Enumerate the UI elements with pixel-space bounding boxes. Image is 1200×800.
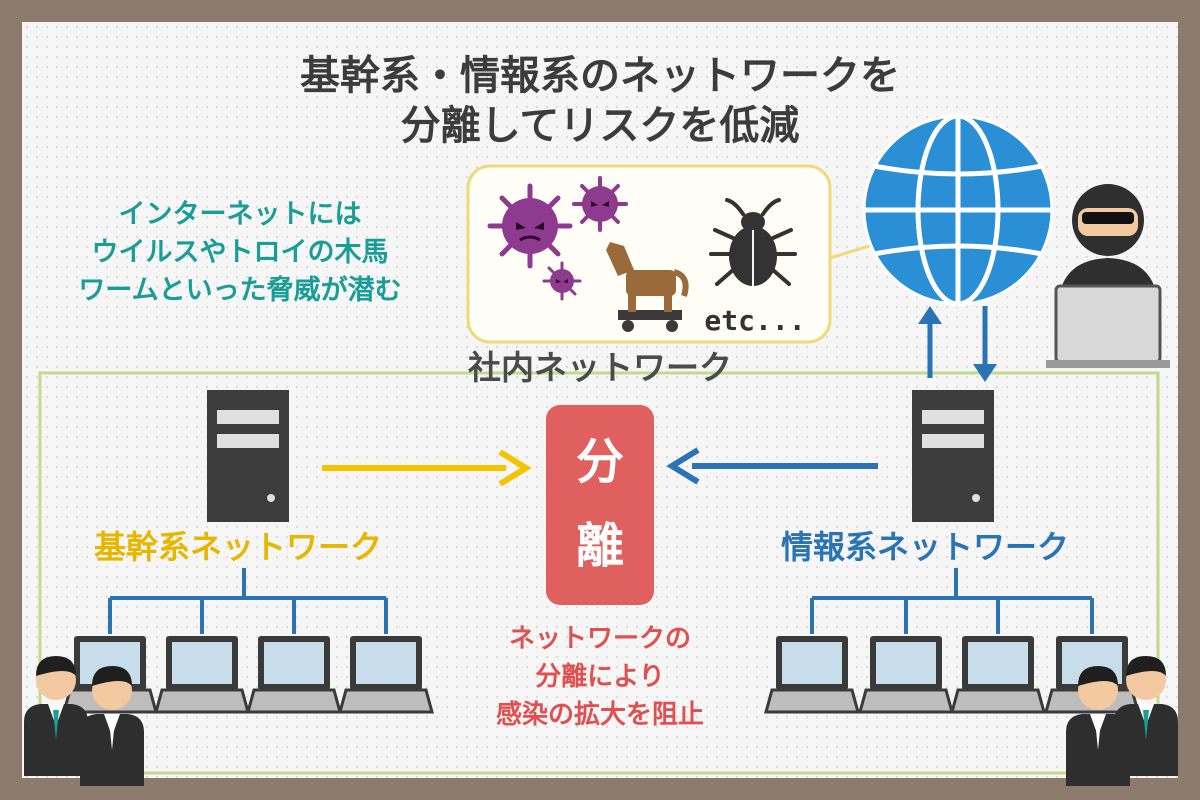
businessperson-icon — [80, 666, 144, 786]
laptop-icon — [338, 636, 434, 714]
globe-icon — [862, 113, 1054, 307]
virus-icon — [487, 183, 573, 269]
laptop-icon — [246, 636, 342, 714]
bug-icon — [709, 198, 797, 286]
info-network-label: 情報系ネットワーク — [780, 528, 1069, 566]
virus-icon — [572, 176, 628, 232]
threat-note-line-3: ワームといった脅威が潜む — [78, 275, 402, 306]
separation-char-1: 分 — [575, 434, 624, 490]
trojan-horse-icon — [606, 242, 689, 332]
info-to-separation-arrow — [666, 447, 878, 485]
threat-etc-label: etc... — [704, 304, 806, 337]
threat-note-line-2: ウイルスやトロイの木馬 — [91, 237, 389, 268]
server-icon — [912, 390, 994, 522]
core-to-separation-arrow — [322, 449, 532, 487]
separation-effect-line-2: 分離により — [535, 662, 665, 692]
separation-char-2: 離 — [575, 518, 624, 574]
core-network-tree — [108, 568, 388, 634]
businessperson-icon — [1114, 656, 1178, 776]
people-group — [24, 656, 1178, 786]
internal-network-border — [38, 371, 1160, 775]
separation-block — [546, 405, 654, 605]
hacker-icon — [1046, 184, 1170, 368]
threat-note-line-1: インターネットには — [118, 199, 362, 230]
info-network-tree — [810, 568, 1094, 634]
title-line-2: 分離してリスクを低減 — [400, 103, 800, 149]
separation-effect-line-3: 感染の拡大を阻止 — [495, 700, 704, 730]
laptop-icon — [764, 636, 860, 714]
laptop-icon — [154, 636, 250, 714]
title-line-1: 基幹系・情報系のネットワークを — [300, 53, 900, 99]
businessperson-icon — [24, 656, 88, 776]
globe-server-arrows — [918, 306, 997, 382]
laptop-icon — [858, 636, 954, 714]
laptop-icon — [950, 636, 1046, 714]
core-network-label: 基幹系ネットワーク — [93, 528, 382, 566]
separation-effect-line-1: ネットワークの — [508, 624, 691, 654]
internal-network-label: 社内ネットワーク — [468, 348, 732, 387]
server-icon — [207, 390, 289, 522]
virus-icon — [542, 261, 582, 301]
